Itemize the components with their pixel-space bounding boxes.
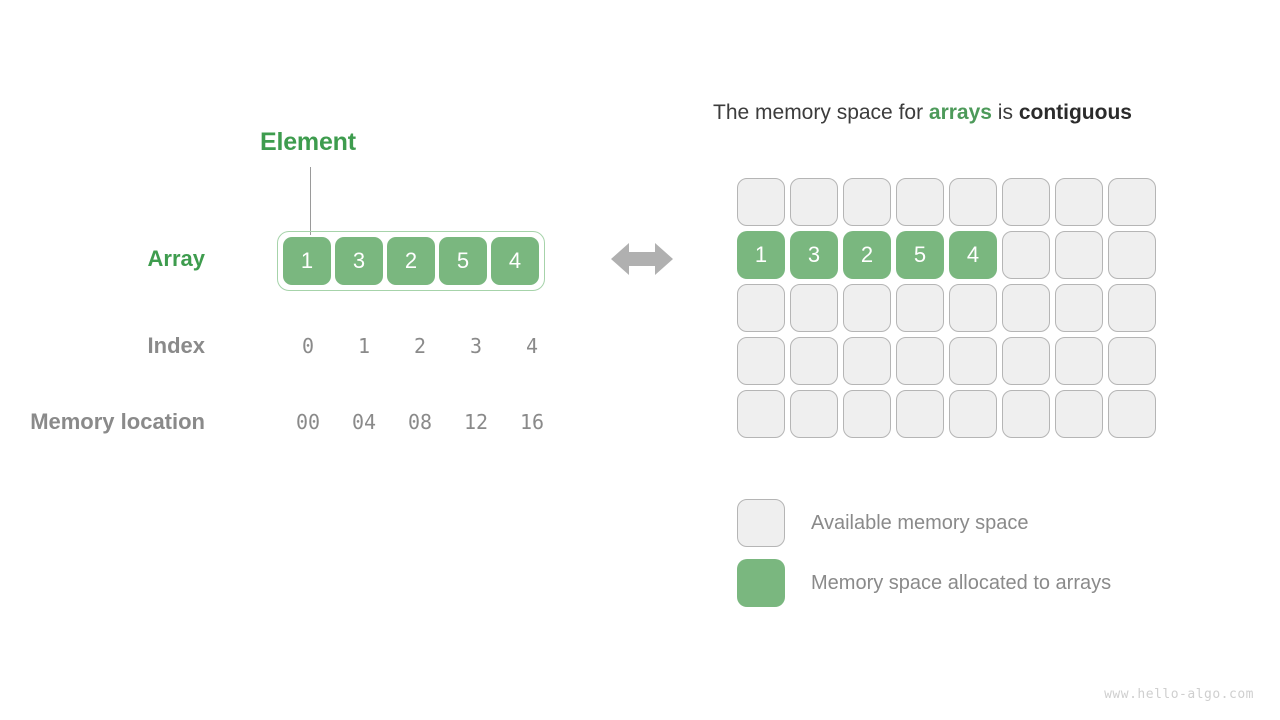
memory-cell-available [737,390,785,438]
memory-title: The memory space for arrays is contiguou… [713,101,1132,125]
memory-cell-allocated: 4 [949,231,997,279]
memory-cell-available [843,337,891,385]
memory-cell-available [1055,337,1103,385]
memory-cell-available [1002,390,1050,438]
index-value: 4 [525,334,539,358]
row-label-memory-location: Memory location [30,409,205,434]
memory-cell-available [949,178,997,226]
memory-cell-available [949,390,997,438]
memory-cell-available [1108,284,1156,332]
index-value: 0 [301,334,315,358]
memory-location-value: 08 [407,410,433,434]
memory-cell-available [1108,390,1156,438]
memory-cell-available [1055,390,1103,438]
memory-cell-allocated: 5 [896,231,944,279]
memory-cell-available [1108,231,1156,279]
index-value: 1 [357,334,371,358]
memory-cell-available [896,284,944,332]
array-cell: 2 [387,237,435,285]
memory-cell-available [1108,337,1156,385]
memory-cell-available [896,390,944,438]
memory-cell-available [737,178,785,226]
memory-cell-available [1002,284,1050,332]
memory-cell-available [1108,178,1156,226]
memory-cell-available [1002,337,1050,385]
memory-location-value: 16 [519,410,545,434]
memory-cell-available [1002,178,1050,226]
legend-label: Available memory space [811,511,1029,534]
memory-cell-available [949,337,997,385]
memory-cell-available [1002,231,1050,279]
legend-swatch-filled [737,559,785,607]
index-value: 2 [413,334,427,358]
legend-swatch-empty [737,499,785,547]
row-label-array: Array [147,246,205,271]
array-cell: 4 [491,237,539,285]
memory-location-value: 04 [351,410,377,434]
legend-row: Available memory space [737,493,1111,553]
memory-cell-allocated: 1 [737,231,785,279]
memory-cell-available [843,390,891,438]
memory-cell-allocated: 2 [843,231,891,279]
legend-row: Memory space allocated to arrays [737,553,1111,613]
index-value: 3 [469,334,483,358]
memory-cell-available [790,178,838,226]
memory-location-row: 00 04 08 12 16 [282,410,558,434]
watermark: www.hello-algo.com [1104,687,1254,702]
memory-cell-available [1055,178,1103,226]
array-cell: 1 [283,237,331,285]
memory-title-highlight-arrays: arrays [928,101,992,124]
memory-cell-available [737,337,785,385]
row-label-index: Index [147,333,205,358]
element-callout-connector-line [310,167,311,235]
memory-title-part1: The memory space for [713,101,929,124]
array-cell: 3 [335,237,383,285]
memory-cell-available [843,284,891,332]
memory-cell-available [790,390,838,438]
element-callout-label: Element [260,128,356,156]
memory-cell-available [949,284,997,332]
memory-title-part2: is [991,101,1019,124]
memory-cell-available [1055,284,1103,332]
memory-cell-available [790,284,838,332]
legend-label: Memory space allocated to arrays [811,571,1112,594]
memory-cell-available [790,337,838,385]
memory-title-highlight-contiguous: contiguous [1018,101,1132,124]
memory-cell-allocated: 3 [790,231,838,279]
memory-location-value: 12 [463,410,489,434]
memory-cell-available [737,284,785,332]
array-cell: 5 [439,237,487,285]
memory-location-value: 00 [295,410,321,434]
index-row: 0 1 2 3 4 [282,334,558,358]
memory-cell-available [1055,231,1103,279]
memory-cell-available [896,337,944,385]
memory-cell-available [896,178,944,226]
memory-cell-available [843,178,891,226]
double-headed-arrow-icon [611,243,673,275]
